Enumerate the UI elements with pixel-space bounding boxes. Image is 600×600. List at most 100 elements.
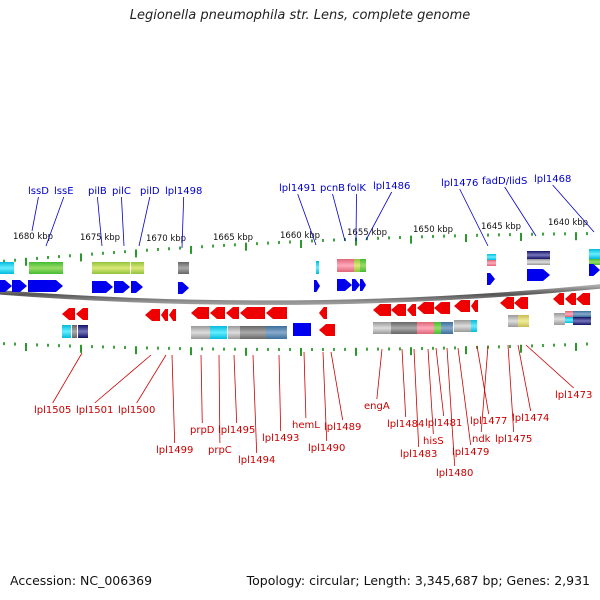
gene-label-hiss: hisS — [423, 436, 444, 447]
label-leader-lines — [31, 184, 595, 467]
reverse-gene-arrow — [62, 308, 75, 320]
annotation-block — [62, 325, 71, 338]
leader-line — [218, 354, 221, 444]
leader-line — [457, 347, 472, 446]
gene-label-lpl1489: lpl1489 — [324, 422, 361, 433]
gene-label-lpl1498: lpl1498 — [165, 186, 202, 197]
leader-line — [96, 196, 103, 247]
reverse-gene-arrow — [434, 302, 450, 314]
annotation-block — [92, 262, 130, 274]
annotation-block — [527, 259, 550, 265]
genome-backbone — [0, 284, 600, 305]
leader-line — [31, 196, 39, 232]
gene-label-lssd: lssD — [28, 186, 49, 197]
scale-label: 1665 kbp — [213, 233, 253, 243]
reverse-gene-arrow — [266, 307, 287, 319]
annotation-block — [565, 317, 573, 323]
annotation-block — [441, 322, 453, 334]
forward-gene-arrow — [0, 280, 12, 292]
gene-label-ndk: ndk — [472, 434, 491, 445]
leader-line — [552, 184, 595, 233]
reverse-gene-arrow — [191, 307, 209, 319]
gene-label-pilc: pilC — [112, 186, 131, 197]
annotation-block — [573, 311, 591, 317]
gene-label-lpl1476: lpl1476 — [441, 178, 478, 189]
annotation-block — [454, 320, 471, 332]
annotation-block — [527, 251, 550, 259]
gene-label-lpl1486: lpl1486 — [373, 181, 410, 192]
gene-label-lpl1479: lpl1479 — [452, 447, 489, 458]
forward-gene-arrow — [314, 280, 320, 292]
gene-label-lpl1484: lpl1484 — [387, 419, 424, 430]
leader-line — [476, 345, 490, 415]
scale-label: 1650 kbp — [413, 225, 453, 235]
leader-line — [376, 348, 383, 400]
gene-label-lpl1494: lpl1494 — [238, 455, 275, 466]
annotation-block — [589, 259, 600, 265]
forward-gene-arrow — [114, 281, 130, 293]
leader-line — [330, 351, 344, 421]
forward-gene-arrow — [527, 269, 550, 281]
reverse-gene-arrow — [319, 324, 335, 336]
leader-line — [401, 348, 407, 418]
leader-line — [459, 188, 489, 247]
gene-label-fadd-lids: fadD/lidS — [482, 176, 527, 187]
scale-label: 1655 kbp — [347, 228, 387, 238]
forward-gene-arrow — [360, 279, 366, 291]
annotation-block — [191, 326, 210, 339]
leader-line — [45, 196, 65, 247]
reverse-gene-arrow — [471, 300, 478, 312]
annotation-block — [131, 262, 144, 274]
leader-line — [136, 354, 167, 404]
leader-line — [507, 344, 515, 433]
leader-line — [303, 351, 307, 419]
gene-label-lpl1483: lpl1483 — [400, 449, 437, 460]
annotation-block — [471, 320, 477, 332]
leader-line — [181, 196, 185, 249]
forward-gene-arrow — [12, 280, 27, 292]
gene-label-lsse: lssE — [54, 186, 74, 197]
leader-line — [365, 191, 393, 241]
leader-line — [427, 348, 434, 435]
gene-label-lpl1474: lpl1474 — [512, 413, 549, 424]
gene-label-folk: folK — [347, 183, 366, 194]
gene-label-lpl1477: lpl1477 — [470, 416, 507, 427]
annotation-block — [417, 322, 434, 334]
leader-line — [52, 352, 83, 404]
gene-label-lpl1505: lpl1505 — [34, 405, 71, 416]
leader-line — [252, 354, 258, 454]
gene-label-enga: engA — [364, 401, 390, 412]
reverse-strand-genes — [62, 293, 590, 336]
reverse-gene-arrow — [319, 307, 327, 319]
gene-label-prpc: prpC — [208, 445, 232, 456]
scale-label: 1640 kbp — [548, 218, 588, 228]
reverse-gene-arrow — [169, 309, 176, 321]
annotation-block — [565, 311, 573, 317]
leader-line — [332, 193, 346, 242]
annotation-block — [72, 325, 77, 338]
reverse-gene-arrow — [240, 307, 265, 319]
annotation-block — [508, 315, 518, 327]
reverse-gene-arrow — [407, 304, 416, 316]
forward-gene-arrow — [487, 273, 495, 285]
scale-label: 1660 kbp — [280, 231, 320, 241]
annotation-block — [210, 326, 227, 339]
leader-line — [322, 351, 328, 442]
annotation-block — [407, 322, 417, 334]
reverse-gene-arrow — [76, 308, 88, 320]
leader-line — [413, 348, 420, 448]
leader-line — [504, 186, 537, 237]
lower-scale-ticks — [3, 342, 588, 356]
reverse-gene-arrow — [161, 309, 168, 321]
scale-label: 1645 kbp — [481, 222, 521, 232]
annotation-block — [573, 317, 591, 325]
leader-line — [278, 354, 282, 432]
gene-label-lpl1481: lpl1481 — [425, 418, 462, 429]
annotation-blocks — [0, 249, 600, 339]
forward-gene-arrow — [131, 281, 143, 293]
reverse-gene-arrow — [565, 293, 576, 305]
annotation-block — [487, 254, 496, 260]
annotation-block — [266, 326, 287, 339]
reverse-gene-arrow — [145, 309, 160, 321]
